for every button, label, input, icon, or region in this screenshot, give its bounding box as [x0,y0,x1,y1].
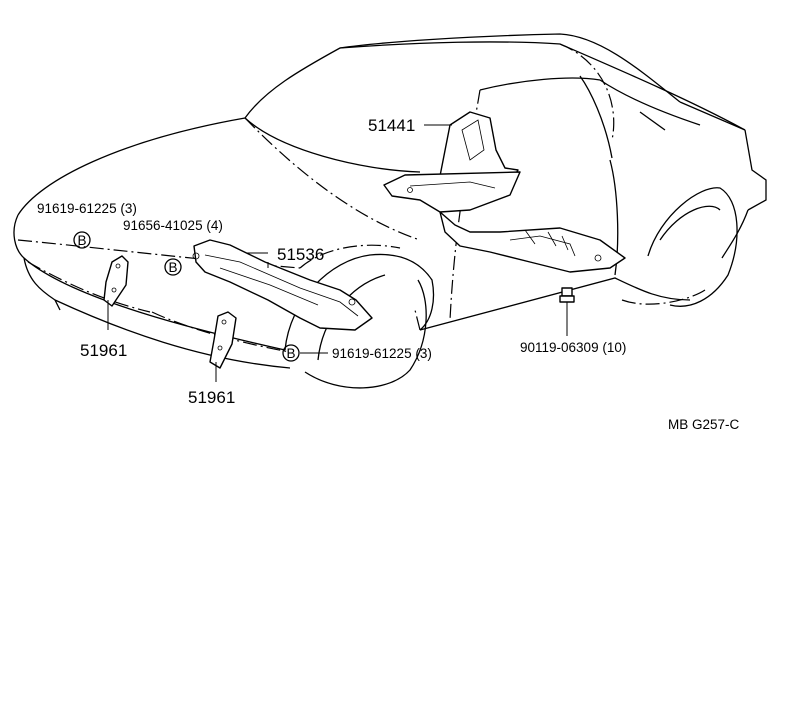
screw-90119-06309 [559,287,575,312]
reference-code: MB G257-C [668,417,740,432]
label-51961-right: 51961 [188,388,235,407]
label-51536: 51536 [277,245,324,264]
label-bolt-mid: 91656-41025 (4) [123,218,223,233]
label-bolt-top-left: 91619-61225 (3) [37,201,137,216]
svg-text:B: B [168,260,177,275]
b-marker-bottom: B [282,344,300,362]
b-marker-mid: B [164,258,182,276]
label-51961-left: 51961 [80,341,127,360]
label-bolt-bottom: 91619-61225 (3) [332,346,432,361]
svg-text:B: B [77,233,86,248]
label-screw: 90119-06309 (10) [520,340,626,355]
svg-text:B: B [286,346,295,361]
label-51441: 51441 [368,116,415,135]
part-51961-right-bracket [209,311,237,369]
part-51961-left-bracket [103,255,129,307]
leader-lines [107,124,568,382]
b-marker-top-left: B [73,231,91,249]
car-body-outline [13,33,767,389]
part-51441-shape [383,111,626,273]
